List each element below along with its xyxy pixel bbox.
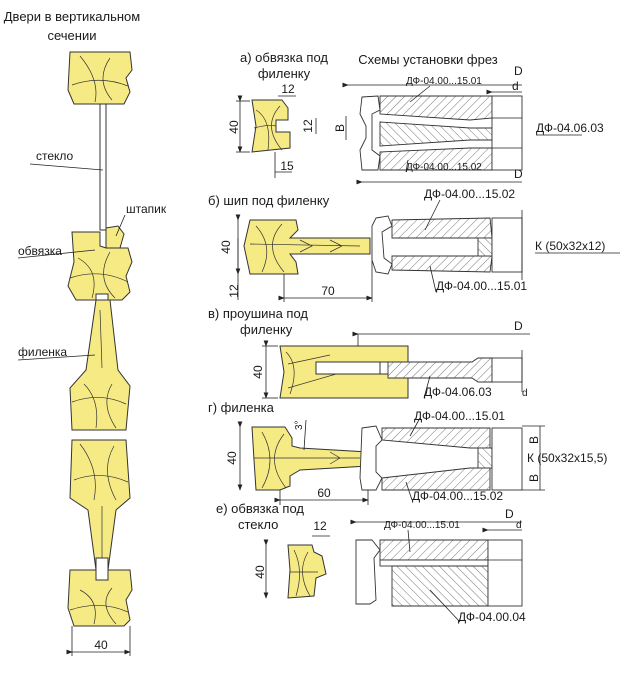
section-a-B: B xyxy=(333,124,347,132)
section-g-part-ring: К (50х32х15,5) xyxy=(527,451,607,465)
section-b-title: б) шип под филенку xyxy=(208,193,330,208)
section-e-title-line1: е) обвязка под xyxy=(216,501,304,516)
label-panel: филенка xyxy=(18,345,67,359)
section-a-title-line2: филенку xyxy=(258,66,311,81)
section-e-height-dim: 40 xyxy=(253,565,267,579)
top-rail xyxy=(67,51,133,105)
section-b-tenon-dim: 12 xyxy=(227,284,241,298)
section-g-panel: г) филенка 40 3° 60 B К (50х32х15,5) B Д… xyxy=(208,400,607,505)
section-g-length-dim: 60 xyxy=(317,486,331,500)
section-e-top-dim: 12 xyxy=(313,519,327,533)
section-e-D: D xyxy=(505,507,514,521)
section-b-part-ring: К (50х32х12) xyxy=(535,239,605,253)
bottom-rail xyxy=(67,569,133,627)
section-g-angle-dim: 3° xyxy=(294,420,305,430)
section-g-title: г) филенка xyxy=(208,400,275,415)
section-b-part-bottom: ДФ-04.00...15.01 xyxy=(436,279,527,293)
section-a-d: d xyxy=(512,79,519,93)
section-a-bottom-dim: 15 xyxy=(280,159,294,173)
section-g-height-dim: 40 xyxy=(225,451,239,465)
section-b-part-top: ДФ-04.00...15.02 xyxy=(424,187,515,201)
section-g-part-bottom: ДФ-04.00...15.02 xyxy=(412,489,503,503)
section-v-mortise-for-panel: в) проушина под филенку D 40 ДФ-04.06.03… xyxy=(208,306,530,399)
glass xyxy=(99,103,107,231)
section-v-title-line1: в) проушина под xyxy=(208,306,308,321)
section-a-title-line1: а) обвязка под xyxy=(240,50,328,65)
section-a-top-dim: 12 xyxy=(281,82,295,96)
section-b-length-dim: 70 xyxy=(321,284,335,298)
section-v-D: D xyxy=(514,319,523,333)
label-glass: стекло xyxy=(36,149,74,163)
door-vertical-section: Двери в вертикальном сечении 40 стекло ш… xyxy=(4,9,167,656)
section-g-part-top: ДФ-04.00...15.01 xyxy=(414,409,505,423)
section-b-tenon-for-panel: б) шип под филенку 40 12 70 ДФ-04.00...1… xyxy=(208,187,620,302)
section-a-part-bottom: ДФ-04.00...15.02 xyxy=(406,162,482,173)
door-title-line1: Двери в вертикальном xyxy=(4,9,141,24)
section-a-slot-dim: 12 xyxy=(301,119,315,133)
section-e-frame-for-glass: е) обвязка под стекло 12 40 D d ДФ-04.00… xyxy=(216,501,526,624)
section-v-title-line2: филенку xyxy=(240,322,293,337)
section-e-part-bottom: ДФ-04.00.04 xyxy=(458,610,526,624)
section-a-D-bottom: D xyxy=(514,167,523,181)
scheme-title: Схемы установки фрез xyxy=(358,52,498,67)
panel-lower xyxy=(69,439,131,571)
section-e-d: d xyxy=(516,520,522,531)
section-v-part: ДФ-04.06.03 xyxy=(424,385,492,399)
section-a-D-top: D xyxy=(514,64,523,78)
section-b-height-dim: 40 xyxy=(219,240,233,254)
glass-bead xyxy=(105,225,125,249)
section-v-height-dim: 40 xyxy=(251,365,265,379)
door-title-line2: сечении xyxy=(47,28,96,43)
section-e-part-top: ДФ-04.00...15.01 xyxy=(384,520,460,531)
panel-upper xyxy=(69,299,131,431)
section-g-B-top: B xyxy=(527,436,541,444)
section-a-height-dim: 40 xyxy=(227,120,241,134)
label-bead: штапик xyxy=(126,202,167,216)
section-g-B-bottom: B xyxy=(527,474,541,482)
middle-rail xyxy=(67,231,133,301)
section-v-d: d xyxy=(522,388,528,399)
label-frame: обвязка xyxy=(18,244,62,258)
section-a-part-right: ДФ-04.06.03 xyxy=(536,121,604,135)
section-e-title-line2: стекло xyxy=(238,517,278,532)
door-width-dim: 40 xyxy=(94,638,108,652)
section-a-part-top: ДФ-04.00...15.01 xyxy=(406,76,482,87)
section-a-frame-for-panel: а) обвязка под филенку Схемы установки ф… xyxy=(227,50,604,185)
